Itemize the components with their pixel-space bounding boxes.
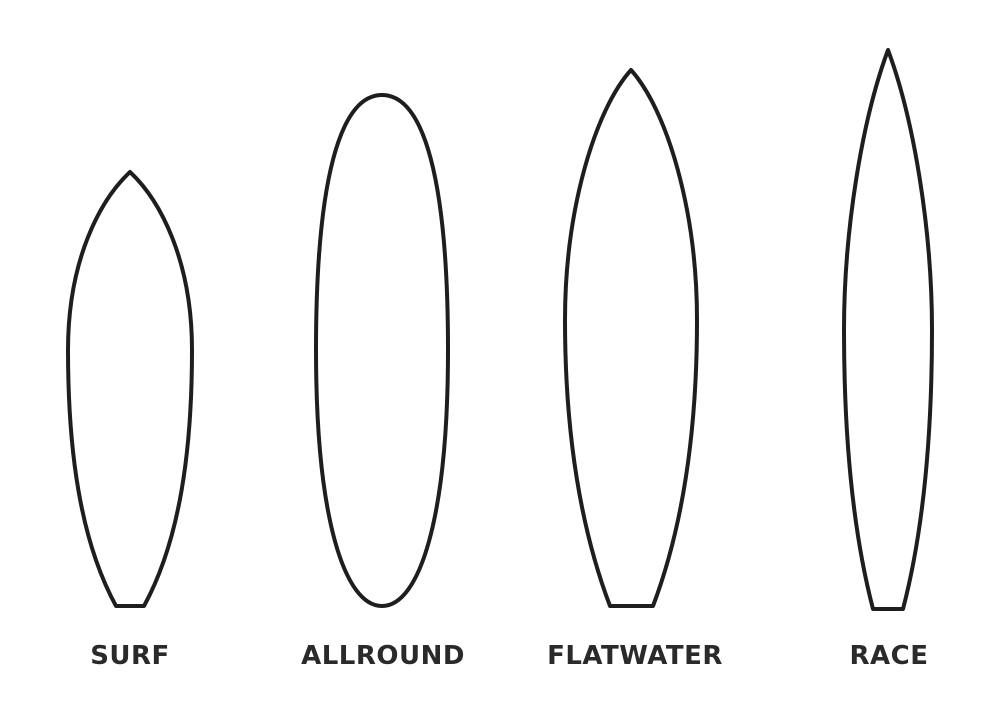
board-allround-label: ALLROUND xyxy=(301,641,465,671)
board-race: RACE xyxy=(842,48,934,671)
board-surf-outline xyxy=(66,170,194,608)
board-race-label: RACE xyxy=(850,641,929,671)
board-flatwater: FLATWATER xyxy=(547,68,723,671)
board-race-outline xyxy=(842,48,934,611)
board-surf: SURF xyxy=(66,170,194,671)
board-allround: ALLROUND xyxy=(301,93,465,671)
board-flatwater-label: FLATWATER xyxy=(547,641,723,671)
board-surf-label: SURF xyxy=(90,641,170,671)
board-allround-outline xyxy=(314,93,450,608)
board-flatwater-outline xyxy=(563,68,699,608)
